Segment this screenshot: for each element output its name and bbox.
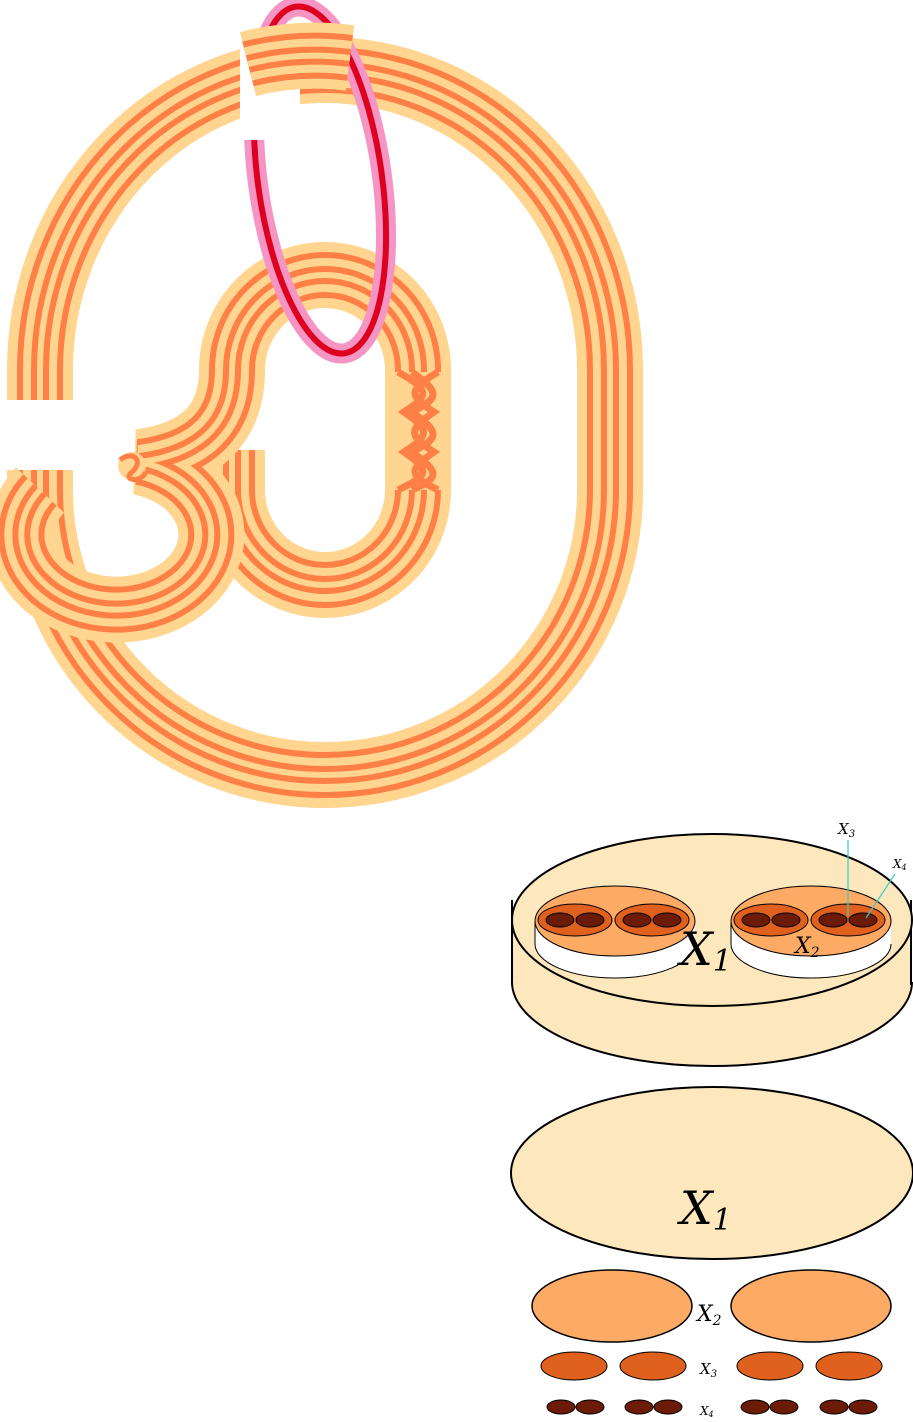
- cyl-label-x1: X1: [677, 922, 732, 979]
- disk-x4-6: [769, 1399, 799, 1415]
- disk-x4-8: [848, 1399, 878, 1415]
- cyl-label-x3: X3: [837, 820, 855, 840]
- disk-x1: [510, 1086, 913, 1260]
- outer-loop: [6, 37, 643, 808]
- row-label-x4: X4: [699, 1404, 714, 1419]
- x4-6: [771, 912, 801, 928]
- disk-x2-right: [730, 1269, 892, 1343]
- clasp-loop: [0, 368, 265, 643]
- x4-2: [575, 912, 605, 928]
- x4-1: [545, 912, 575, 928]
- solid-cylinder: X1 X2 X3 X4: [511, 820, 913, 1067]
- x4-3: [622, 912, 652, 928]
- cyl-label-x4: X4: [892, 857, 907, 872]
- disk-x4-4: [653, 1399, 683, 1415]
- x2-left-wall-edge: [534, 922, 696, 979]
- disk-x4-1: [546, 1399, 576, 1415]
- disk-x4-5: [740, 1399, 770, 1415]
- cyl-label-x2: X2: [793, 934, 820, 961]
- disk-x4-7: [819, 1399, 849, 1415]
- outer-loop-gap-a: [22, 53, 627, 792]
- disk-x2-left: [531, 1269, 693, 1343]
- knotted-band: [0, 37, 643, 808]
- x3-right-a: [733, 903, 809, 937]
- disk-x3-2: [619, 1351, 687, 1381]
- exploded-pieces: X1 X2 X3 X4: [510, 1086, 913, 1419]
- twist-strand-3: [405, 369, 437, 494]
- x2-right-wall-edge: [730, 922, 892, 979]
- disk-x3-3: [736, 1351, 804, 1381]
- clasp-core: [18, 369, 235, 613]
- twist-strand-1: [396, 368, 427, 494]
- meridian-ring: [239, 0, 397, 364]
- cylinder-x2-right: [730, 885, 892, 979]
- clasp-twist: [118, 452, 149, 482]
- disk-label-x1: X1: [677, 1181, 732, 1238]
- x4-8: [848, 912, 878, 928]
- x3-left-a: [537, 903, 613, 937]
- cylinder-x2-left: [534, 885, 696, 979]
- disk-x4-2: [575, 1399, 605, 1415]
- cylinder-bottom-edge: [511, 981, 913, 1067]
- disk-x3-4: [815, 1351, 883, 1381]
- row-label-x3: X3: [699, 1360, 717, 1380]
- twist-region: [385, 368, 451, 494]
- ring-core: [250, 3, 390, 357]
- disk-x4-3: [624, 1399, 654, 1415]
- outer-loop-core: [37, 67, 613, 778]
- x3-left-b: [614, 903, 690, 937]
- x4-7: [818, 912, 848, 928]
- x4-4: [652, 912, 682, 928]
- row-label-x2: X2: [695, 1302, 722, 1329]
- x4-5: [741, 912, 771, 928]
- disk-x3-1: [540, 1351, 608, 1381]
- twist-strand-2: [411, 368, 441, 494]
- ring-gap-core: [247, 52, 351, 67]
- leader-x4: [865, 873, 896, 919]
- clasp-twist-strand: [118, 453, 149, 482]
